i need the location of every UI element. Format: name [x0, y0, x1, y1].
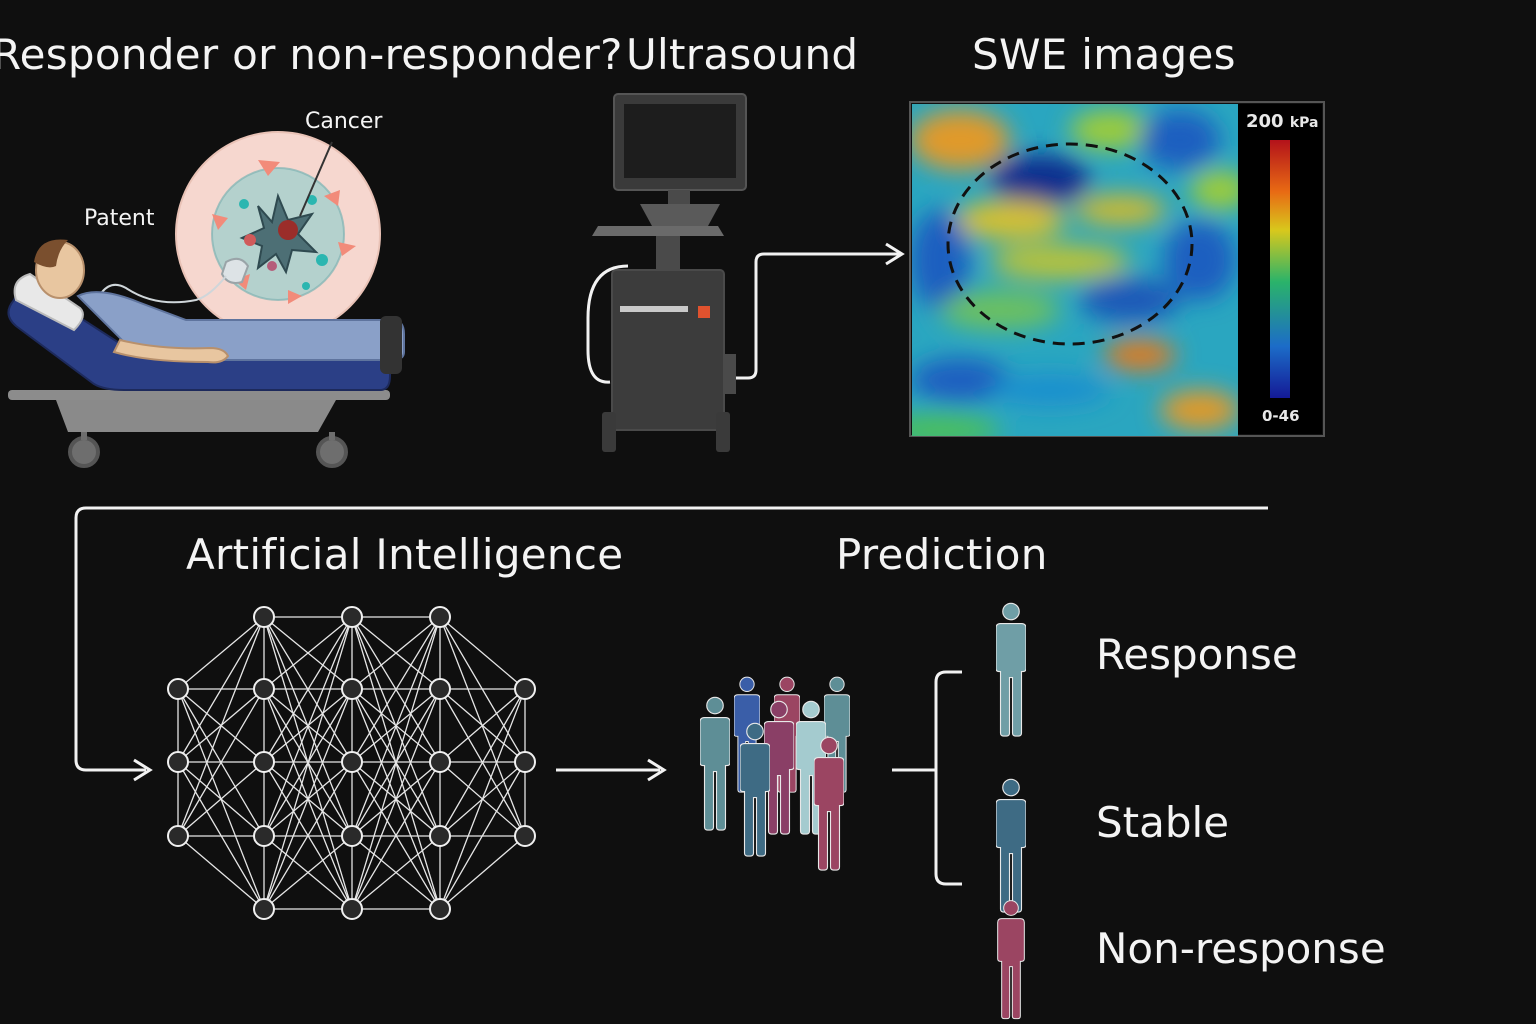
ultrasound-heading: Ultrasound: [626, 30, 859, 79]
nn-connection: [177, 616, 265, 763]
nn-connection: [263, 761, 353, 910]
nn-connection: [351, 761, 441, 910]
lesion-outline: [946, 142, 1194, 346]
colorbar-max-value: 200: [1246, 111, 1284, 132]
colorbar-max-label: 200 kPa: [1246, 111, 1319, 132]
nn-connection: [351, 616, 441, 910]
nn-connection: [439, 761, 526, 910]
question-heading: Responder or non-responder?: [0, 30, 623, 79]
response-person-icon: [996, 602, 1026, 737]
nn-node: [253, 751, 275, 773]
nn-connection: [263, 616, 353, 763]
nn-node: [514, 678, 536, 700]
nn-connection: [177, 761, 265, 837]
nn-node: [429, 751, 451, 773]
nn-node: [341, 606, 363, 628]
nn-connection: [439, 688, 526, 763]
swe-heading: SWE images: [972, 30, 1236, 79]
nn-node: [167, 751, 189, 773]
nn-node: [167, 825, 189, 847]
nn-connection: [177, 688, 265, 837]
nn-node: [341, 678, 363, 700]
outcome-stable-label: Stable: [1096, 798, 1230, 847]
nn-connection: [263, 616, 353, 910]
nn-node: [514, 751, 536, 773]
nn-connection: [439, 616, 526, 837]
nn-node: [253, 678, 275, 700]
nn-connection: [351, 616, 441, 837]
nn-connection: [351, 616, 441, 763]
ai-heading: Artificial Intelligence: [186, 530, 624, 579]
nn-node: [341, 825, 363, 847]
nn-connection: [263, 616, 353, 690]
nn-node: [429, 606, 451, 628]
nn-node: [429, 825, 451, 847]
colorbar-min-label: 0-46: [1262, 407, 1300, 425]
nn-node: [341, 898, 363, 920]
nn-node: [429, 898, 451, 920]
nn-connection: [439, 688, 526, 910]
nn-connection: [177, 616, 265, 690]
nn-connection: [439, 616, 526, 690]
cancer-label: Cancer: [305, 109, 383, 134]
nn-connection: [177, 835, 265, 910]
stable-person-icon: [996, 778, 1026, 913]
nn-connection: [263, 616, 353, 837]
nn-connection: [351, 835, 441, 910]
nn-node: [341, 751, 363, 773]
ultrasound-machine: [586, 93, 905, 452]
nn-connection: [439, 835, 526, 910]
colorbar: [1270, 140, 1290, 398]
patient-illustration: [7, 131, 405, 468]
colorbar-unit: kPa: [1289, 115, 1319, 131]
swe-heatmap: [909, 101, 1325, 437]
nn-connection: [439, 688, 526, 837]
nn-node: [514, 825, 536, 847]
nn-node: [429, 678, 451, 700]
prediction-heading: Prediction: [836, 530, 1048, 579]
patient-label: Patent: [84, 206, 155, 231]
nn-connection: [263, 835, 353, 910]
nn-connection: [263, 688, 353, 910]
nn-node: [253, 606, 275, 628]
outcome-response-label: Response: [1096, 630, 1298, 679]
outcome-non-response-label: Non-response: [1096, 924, 1386, 973]
nn-connection: [177, 616, 265, 837]
non-response-person-icon: [997, 900, 1025, 1020]
nn-node: [253, 898, 275, 920]
nn-connection: [351, 688, 441, 910]
nn-node: [253, 825, 275, 847]
nn-node: [167, 678, 189, 700]
nn-connection: [351, 616, 441, 690]
